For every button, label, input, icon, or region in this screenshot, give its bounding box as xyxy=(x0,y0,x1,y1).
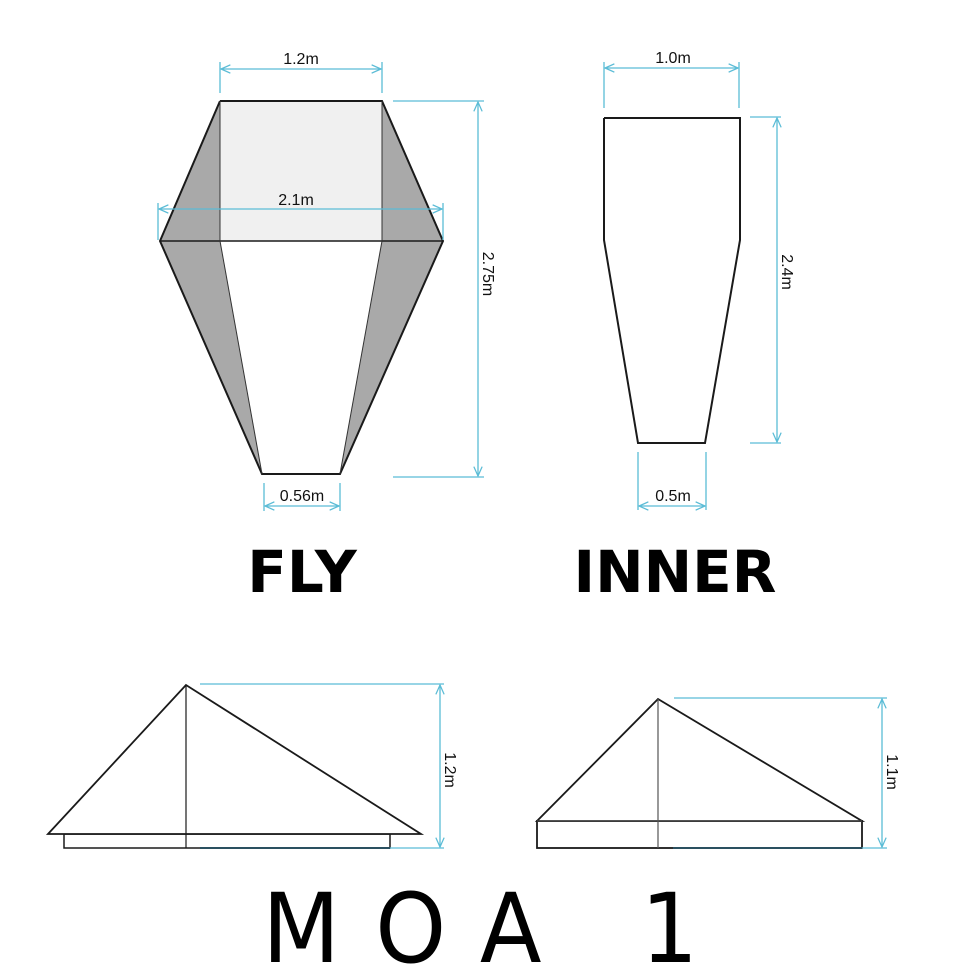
fly-height-label: 1.2m xyxy=(441,752,458,788)
inner-dimension-length xyxy=(750,116,781,444)
inner-bottom-width-label: 0.5m xyxy=(655,488,691,505)
fly-dimension-height xyxy=(200,683,444,849)
inner-plan-view xyxy=(603,117,741,444)
fly-length-label: 2.75m xyxy=(479,252,496,296)
fly-top-width-label: 1.2m xyxy=(283,51,319,68)
fly-bottom-width-label: 0.56m xyxy=(280,488,324,505)
inner-label: INNER xyxy=(574,538,777,606)
fly-dimension-max-width xyxy=(157,203,444,240)
fly-dimension-top-width xyxy=(219,62,383,93)
fly-label: FLY xyxy=(247,538,358,606)
fly-dimension-bottom-width xyxy=(263,483,341,511)
fly-plan-view xyxy=(158,100,445,475)
inner-dimension-height xyxy=(674,697,887,849)
fly-max-width-label: 2.1m xyxy=(278,192,314,209)
diagram-title: MOA 1 xyxy=(262,873,733,980)
fly-dimension-length xyxy=(393,100,484,478)
inner-side-view xyxy=(534,697,866,849)
inner-dimension-bottom-width xyxy=(637,452,707,510)
fly-side-view xyxy=(45,683,425,849)
inner-length-label: 2.4m xyxy=(778,254,795,290)
inner-dimension-top-width xyxy=(603,62,740,108)
inner-height-label: 1.1m xyxy=(883,754,900,790)
inner-top-width-label: 1.0m xyxy=(655,50,691,67)
